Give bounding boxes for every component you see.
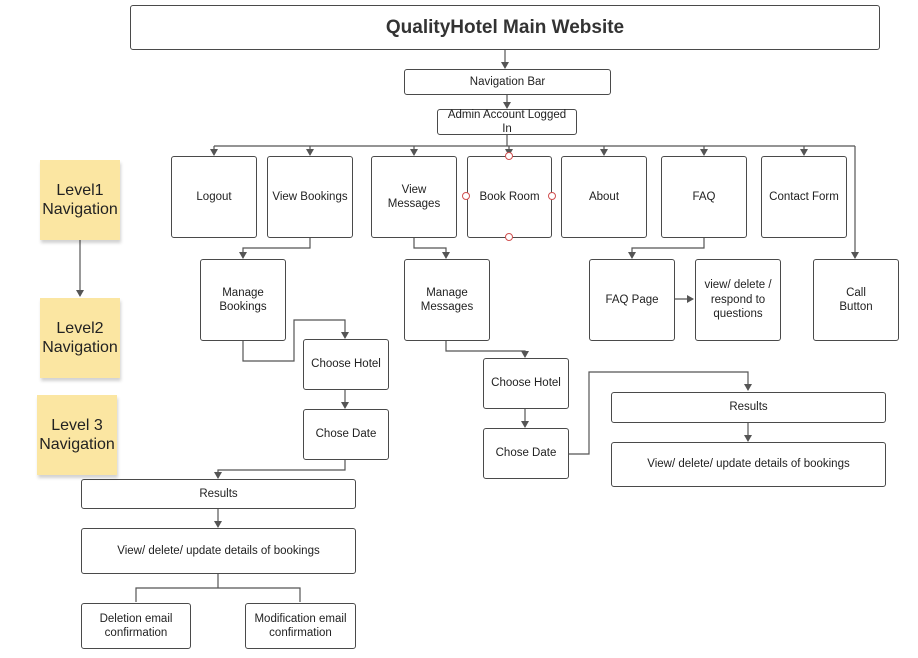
connector-view-messages-to-manage [413,238,450,259]
faq-actions-label: view/ delete / respond to questions [704,279,772,321]
selection-handle-left[interactable] [462,192,470,200]
details-bookings-node: View/ delete/ update details of bookings [81,528,356,574]
selection-handle-bottom[interactable] [505,233,513,241]
level2-navigation-note: Level2 Navigation [40,298,120,378]
connector-date-b-to-results [569,371,752,455]
results-bookings-label: Results [199,487,238,500]
call-button-label: Call Button [839,286,873,313]
manage-bookings-node: Manage Bookings [200,259,286,341]
contact-form-label: Contact Form [769,190,839,203]
results-messages-node: Results [611,392,886,423]
selection-handle-top[interactable] [505,152,513,160]
title-box: QualityHotel Main Website [130,5,880,50]
manage-messages-node: Manage Messages [404,259,490,341]
details-bookings-label: View/ delete/ update details of bookings [117,544,320,557]
results-messages-label: Results [729,401,768,414]
choose-hotel-bookings-label: Choose Hotel [311,358,381,371]
faq-label: FAQ [692,190,716,203]
results-bookings-node: Results [81,479,356,509]
faq-page-label: FAQ Page [605,293,659,306]
book-room-node: Book Room [467,156,552,238]
deletion-email-node: Deletion email confirmation [81,603,191,649]
faq-page-node: FAQ Page [589,259,675,341]
deletion-email-label: Deletion email confirmation [99,612,173,639]
details-messages-label: View/ delete/ update details of bookings [647,458,850,471]
connector-view-bookings-to-manage [239,238,311,259]
chose-date-messages-label: Chose Date [495,447,557,460]
call-button-node: Call Button [813,259,899,341]
details-messages-node: View/ delete/ update details of bookings [611,442,886,487]
modification-email-node: Modification email confirmation [245,603,356,649]
logout-label: Logout [196,190,232,203]
page-title: QualityHotel Main Website [385,16,625,38]
navigation-bar-label: Navigation Bar [469,75,546,88]
about-label: About [588,190,620,203]
manage-bookings-label: Manage Bookings [219,286,267,313]
view-bookings-label: View Bookings [272,190,348,203]
level3-navigation-text: Level 3 Navigation [39,416,115,453]
view-messages-node: View Messages [371,156,457,238]
choose-hotel-bookings-node: Choose Hotel [303,339,389,390]
manage-messages-label: Manage Messages [420,286,474,313]
chose-date-bookings-label: Chose Date [315,428,377,441]
contact-form-node: Contact Form [761,156,847,238]
level1-navigation-note: Level1 Navigation [40,160,120,240]
selection-handle-right[interactable] [548,192,556,200]
chose-date-messages-node: Chose Date [483,428,569,479]
connector-details-to-emails [135,574,301,602]
modification-email-label: Modification email confirmation [254,612,347,639]
connector-faq-to-faq-page [628,238,705,259]
choose-hotel-messages-node: Choose Hotel [483,358,569,409]
faq-node: FAQ [661,156,747,238]
view-messages-label: View Messages [387,183,441,210]
level1-navigation-text: Level1 Navigation [42,181,118,218]
about-node: About [561,156,647,238]
admin-account-node: Admin Account Logged In [437,109,577,135]
connector-date-a-to-results [214,460,346,479]
level3-navigation-note: Level 3 Navigation [37,395,117,475]
book-room-label: Book Room [479,190,540,203]
logout-node: Logout [171,156,257,238]
view-bookings-node: View Bookings [267,156,353,238]
level2-navigation-text: Level2 Navigation [42,319,118,356]
connector-manage-bookings-to-hotel [242,319,349,362]
choose-hotel-messages-label: Choose Hotel [491,377,561,390]
faq-actions-node: view/ delete / respond to questions [695,259,781,341]
admin-account-label: Admin Account Logged In [447,108,567,135]
chose-date-bookings-node: Chose Date [303,409,389,460]
navigation-bar-node: Navigation Bar [404,69,611,95]
connector-manage-messages-to-hotel [445,341,529,358]
